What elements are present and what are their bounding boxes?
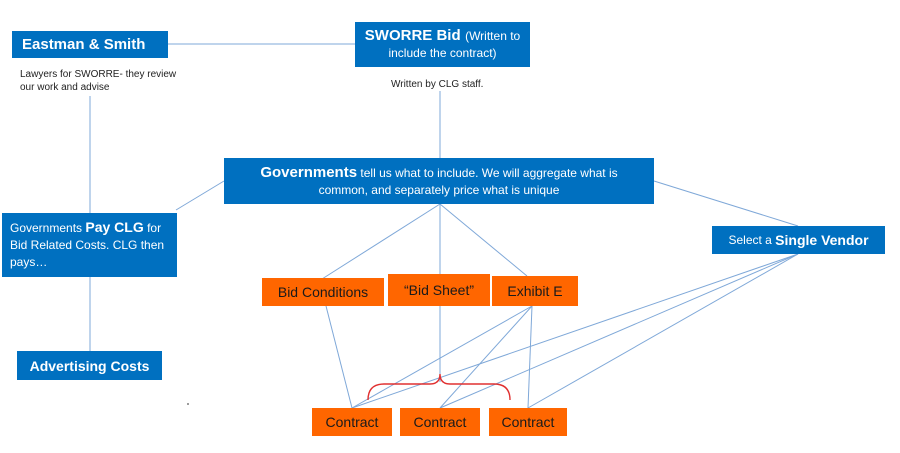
single-vendor-text: Select a	[728, 233, 772, 247]
line-exhibit-contract1	[351, 305, 533, 409]
bid-sheet-box: “Bid Sheet”	[388, 274, 490, 306]
contract-label-1: Contract	[325, 414, 379, 430]
stray-dot	[187, 403, 189, 405]
sworre-bid-text2: include the contract)	[388, 46, 497, 60]
line-vendor-contract3	[527, 253, 799, 409]
sworre-bid-title: SWORRE Bid	[364, 27, 461, 44]
contract-box-1: Contract	[312, 408, 392, 436]
contract-label-2: Contract	[413, 414, 467, 430]
pay-clg-text1: Governments	[10, 221, 83, 235]
bid-conditions-box: Bid Conditions	[262, 278, 384, 306]
exhibit-e-box: Exhibit E	[492, 276, 578, 306]
line-gov-bidconditions	[321, 203, 441, 280]
contract-label-3: Contract	[501, 414, 555, 430]
line-gov-exhibit	[439, 203, 528, 277]
pay-clg-text2: for	[147, 221, 162, 235]
single-vendor-title: Single Vendor	[775, 232, 869, 248]
eastman-smith-box: Eastman & Smith	[12, 31, 168, 58]
sworre-note: Written by CLG staff.	[391, 78, 511, 91]
pay-clg-text3: Bid Related Costs. CLG then	[10, 238, 165, 252]
eastman-note: Lawyers for SWORRE- they review our work…	[20, 68, 180, 94]
line-governments-vendor	[653, 180, 799, 227]
bid-conditions-label: Bid Conditions	[277, 284, 369, 300]
bid-sheet-label: “Bid Sheet”	[403, 282, 475, 298]
single-vendor-box: Select a Single Vendor	[712, 226, 885, 254]
governments-title: Governments	[260, 163, 358, 181]
pay-clg-title: Pay CLG	[85, 219, 144, 235]
sworre-bid-box: SWORRE Bid (Written to include the contr…	[355, 22, 530, 67]
pay-clg-content: Governments Pay CLG for Bid Related Cost…	[10, 219, 164, 271]
line-exhibit-contract2	[439, 305, 533, 409]
governments-text2: common, and separately price what is uni…	[318, 182, 560, 197]
bracket	[367, 373, 511, 401]
governments-box: Governments tell us what to include. We …	[224, 158, 654, 204]
line-exhibit-contract3	[527, 305, 533, 409]
contract-box-3: Contract	[489, 408, 567, 436]
governments-text1: tell us what to include. We will aggrega…	[360, 165, 618, 180]
sworre-bid-line1: SWORRE Bid (Written to	[365, 27, 520, 45]
line-governments-payclg	[175, 180, 225, 211]
governments-line1: Governments tell us what to include. We …	[260, 164, 617, 182]
sworre-note-text: Written by CLG staff.	[391, 79, 484, 90]
sworre-bid-text1: (Written to	[465, 29, 521, 43]
line-vendor-contract1	[351, 253, 799, 409]
advertising-costs-box: Advertising Costs	[17, 351, 162, 380]
pay-clg-box: Governments Pay CLG for Bid Related Cost…	[2, 213, 177, 277]
eastman-note-text: Lawyers for SWORRE- they review our work…	[20, 69, 177, 93]
line-vendor-contract2	[439, 253, 799, 409]
pay-clg-text4: pays…	[10, 255, 48, 269]
line-bidconditions-contract1	[325, 305, 353, 409]
contract-box-2: Contract	[400, 408, 480, 436]
advertising-costs-title: Advertising Costs	[29, 357, 150, 374]
exhibit-e-label: Exhibit E	[507, 283, 563, 299]
eastman-smith-title: Eastman & Smith	[22, 36, 146, 53]
